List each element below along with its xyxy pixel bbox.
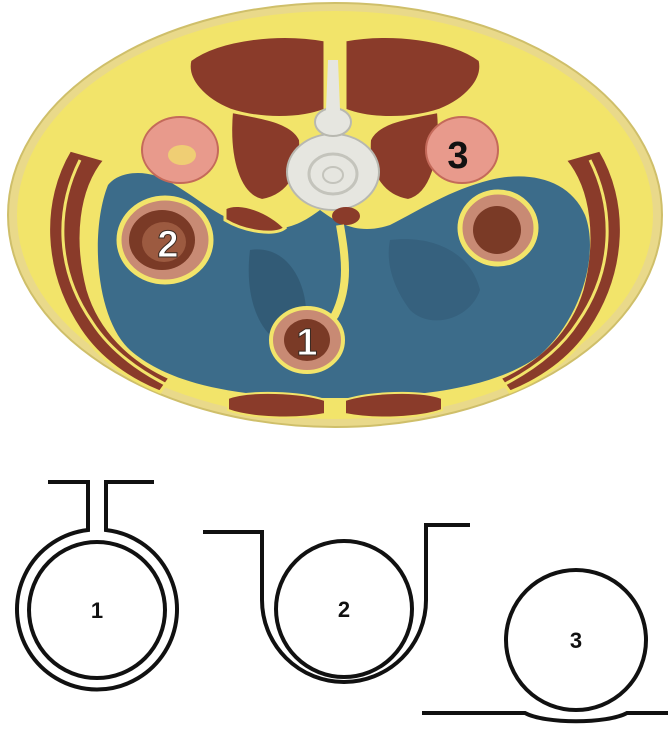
diagram-2-mesoperitoneal: 2 xyxy=(203,525,470,682)
diagram-2-label: 2 xyxy=(338,597,350,622)
aorta xyxy=(332,207,360,225)
left-kidney-hilum xyxy=(168,145,196,165)
cross-section-label-2: 2 xyxy=(157,224,178,266)
spinal-canal xyxy=(315,108,351,136)
schematic-diagrams: 1 2 3 xyxy=(17,482,668,721)
diagram-3-peritoneum xyxy=(422,713,668,721)
spinous-process xyxy=(326,60,340,110)
diagram-1-label: 1 xyxy=(91,598,103,623)
left-rectus-muscle xyxy=(228,393,325,418)
cross-section-label-3: 3 xyxy=(447,135,468,177)
diagram-2-peritoneum xyxy=(203,525,470,682)
bowel-right-lumen xyxy=(473,206,521,254)
vertebral-body xyxy=(287,134,379,210)
diagram-1-intraperitoneal: 1 xyxy=(17,482,177,689)
diagram-1-peritoneum xyxy=(17,482,177,689)
abdominal-cross-section: 1 2 3 xyxy=(8,3,662,427)
diagram-3-retroperitoneal: 3 xyxy=(422,570,668,721)
right-rectus-muscle xyxy=(345,393,442,418)
diagram-3-label: 3 xyxy=(570,628,582,653)
cross-section-label-1: 1 xyxy=(296,322,317,364)
